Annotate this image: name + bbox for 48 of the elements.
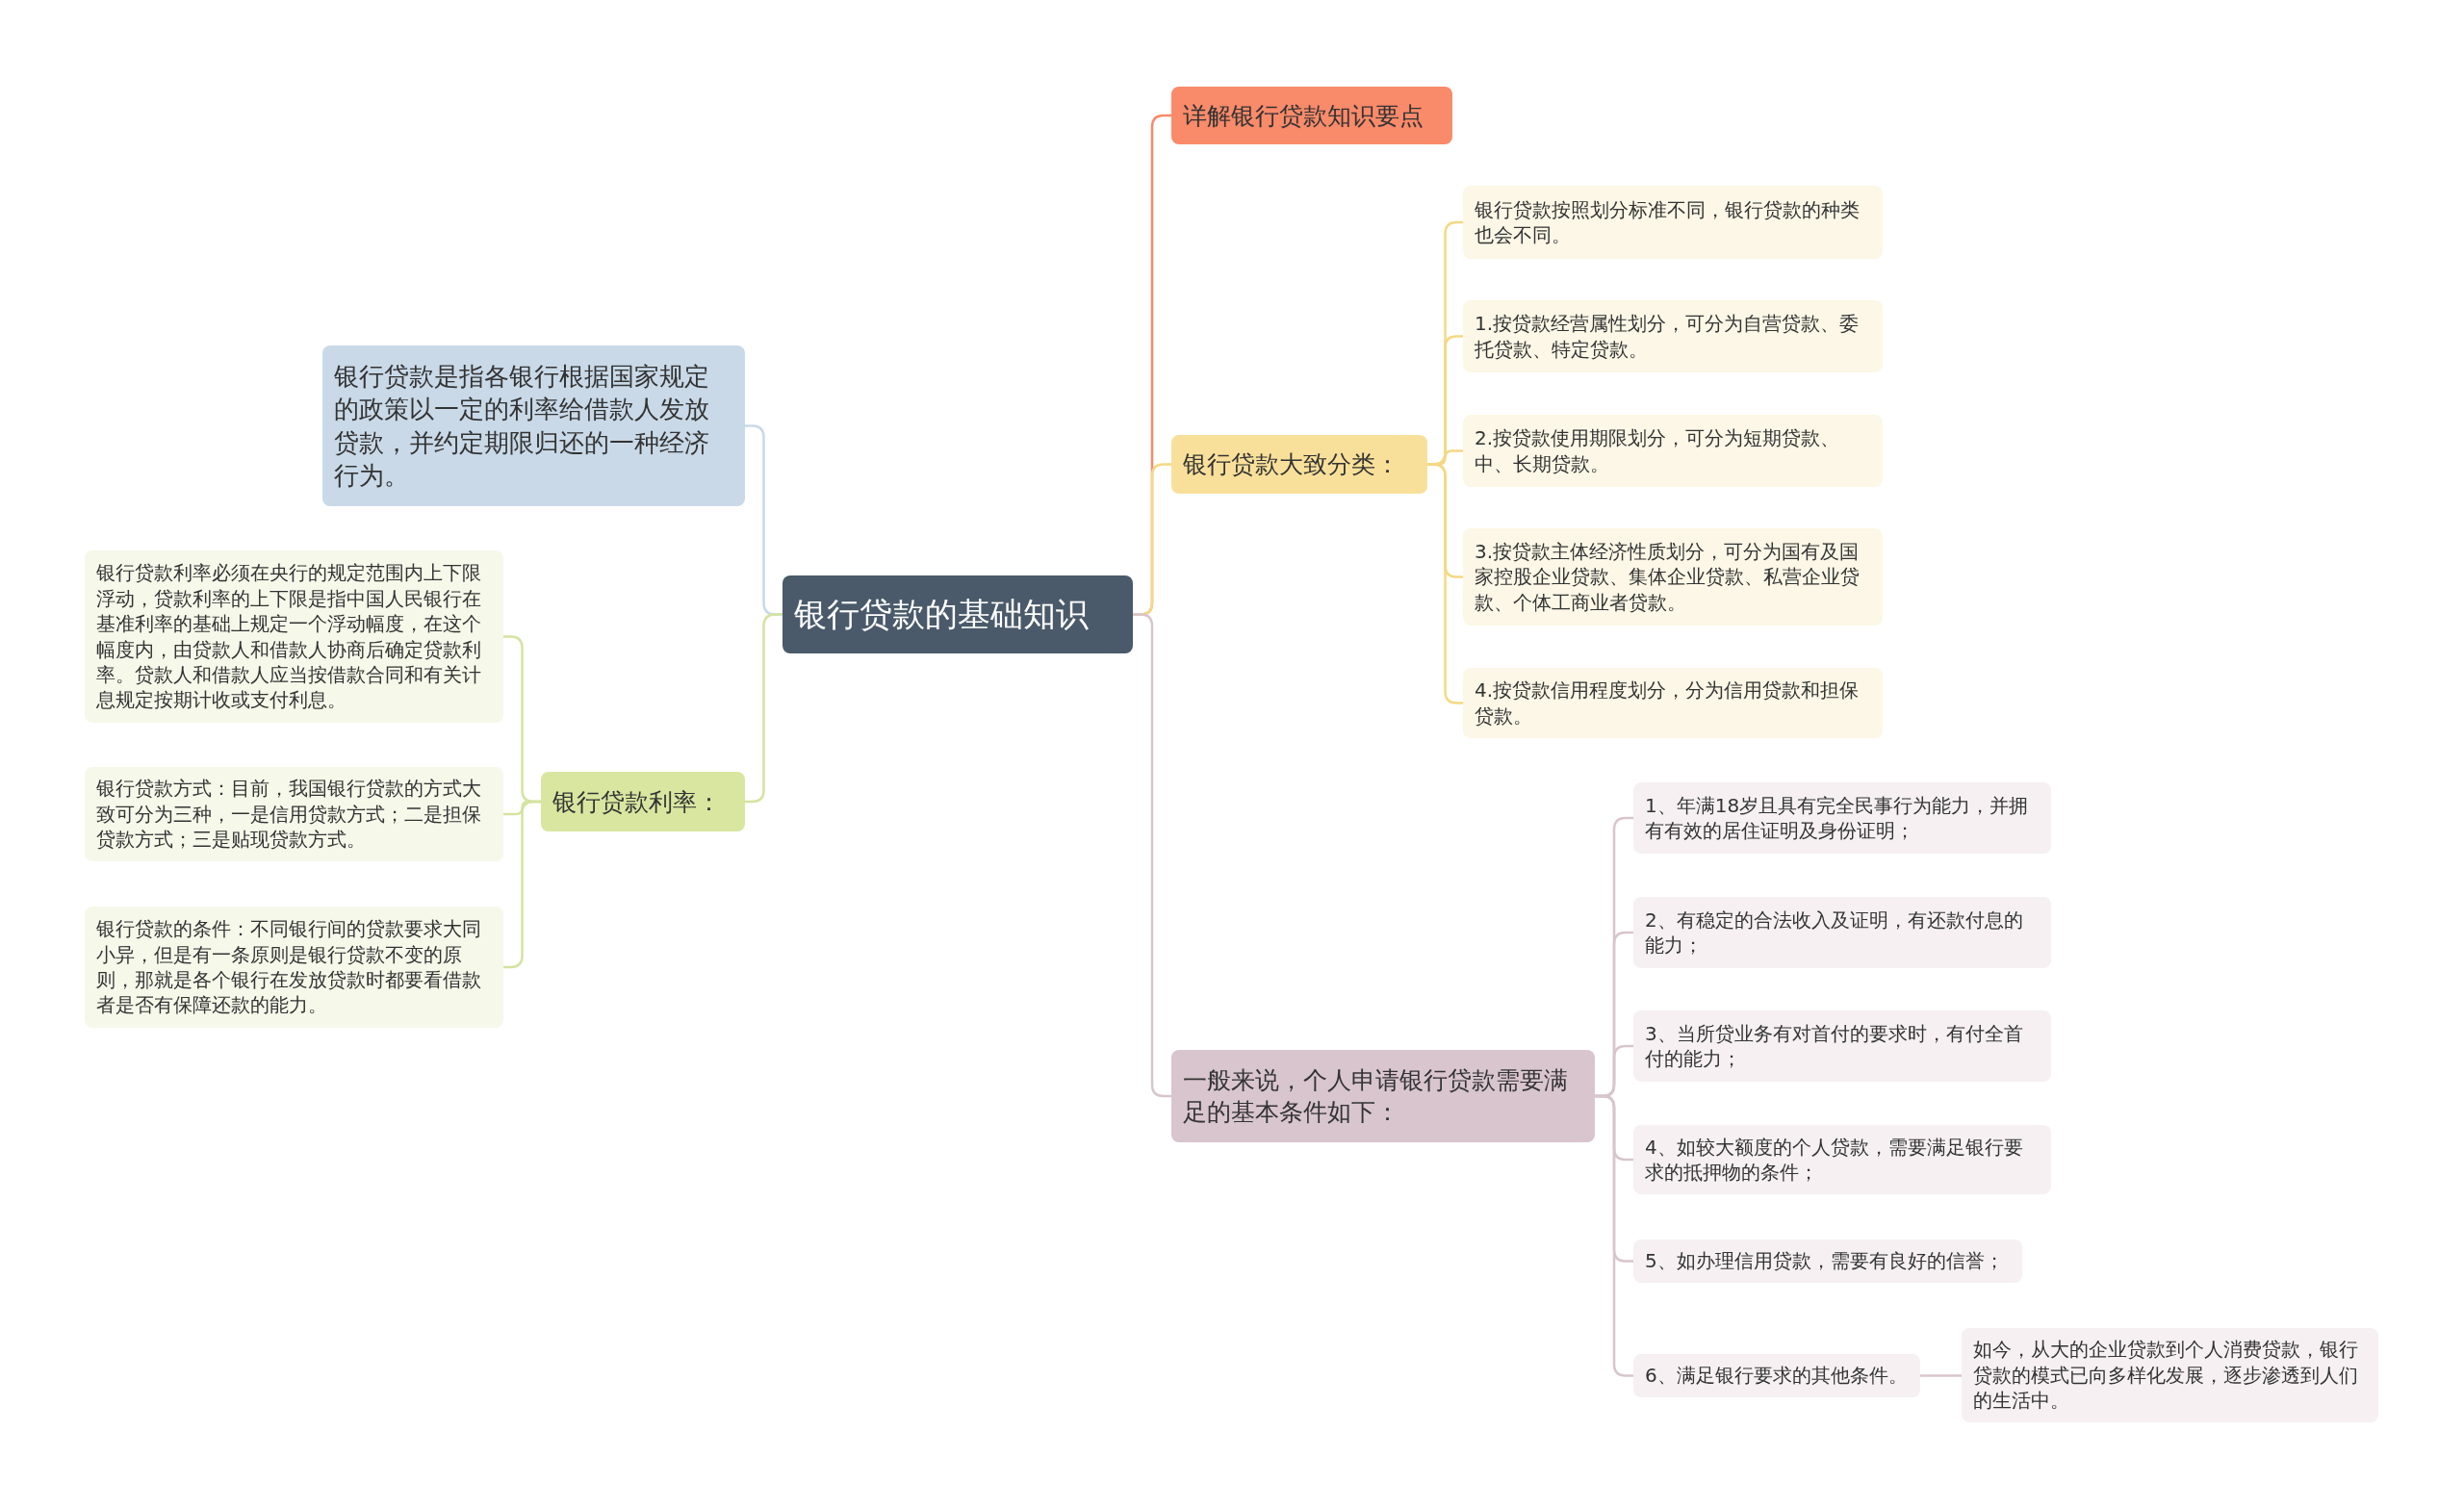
topic-box	[1633, 1010, 2051, 1082]
topic-text: 银行贷款的条件：不同银行间的贷款要求大同小异，但是有一条原则是银行贷款不变的原则，那就是各个银行在发放贷款时都要看借款者是否有保障还款的能力。	[96, 916, 482, 1018]
connector-line	[1133, 613, 1171, 1098]
topic-text: 银行贷款大致分类：	[1183, 449, 1399, 480]
branch-topic	[1171, 1050, 1595, 1142]
topic-text: 详解银行贷款知识要点	[1183, 100, 1424, 132]
central-topic	[783, 575, 1133, 653]
connector-line	[503, 800, 541, 969]
topic-text: 如今，从大的企业贷款到个人消费贷款，银行贷款的模式已向多样化发展，逐步渗透到人们的生活中。	[1973, 1337, 2359, 1414]
definition-box	[322, 345, 745, 506]
topic-box	[1633, 1354, 1920, 1397]
topic-text: 2、有稳定的合法收入及证明，有还款付息的能力；	[1645, 907, 2024, 958]
topic-text: 4、如较大额度的个人贷款，需要满足银行要求的抵押物的条件；	[1645, 1134, 2024, 1186]
topic-box	[1962, 1328, 2378, 1422]
topic-box	[1633, 1240, 2022, 1283]
topic-text: 3、当所贷业务有对首付的要求时，有付全首付的能力；	[1645, 1020, 2024, 1072]
topic-box	[1463, 668, 1883, 738]
topic-text: 银行贷款是指各银行根据国家规定的政策以一定的利率给借款人发放贷款，并约定期限归还的一种经济行为。	[334, 360, 710, 492]
topic-box	[1463, 300, 1883, 372]
topic-text: 1、年满18岁且具有完全民事行为能力，并拥有有效的居住证明及身份证明；	[1645, 792, 2030, 844]
connector-line	[1920, 1374, 1962, 1377]
connector-line	[1427, 463, 1463, 704]
topic-text: 一般来说，个人申请银行贷款需要满足的基本条件如下：	[1183, 1065, 1569, 1128]
topic-text: 银行贷款的基础知识	[794, 594, 1089, 636]
topic-text: 银行贷款按照划分标准不同，银行贷款的种类也会不同。	[1475, 196, 1861, 248]
topic-box	[1463, 186, 1883, 259]
topic-text: 银行贷款利率必须在央行的规定范围内上下限浮动，贷款利率的上下限是指中国人民银行在基准利率的基础上规定一个浮动幅度，在这个幅度内，由贷款人和借款人协商后确定贷款利率。贷款人和借款人应当按借款合同和有关计息规定按期计收或支付利息。	[96, 560, 482, 713]
topic-box	[1463, 528, 1883, 626]
topic-box	[1463, 415, 1883, 487]
topic-text: 1.按贷款经营属性划分，可分为自营贷款、委托贷款、特定贷款。	[1475, 311, 1861, 362]
topic-text: 6、满足银行要求的其他条件。	[1645, 1363, 1908, 1389]
connector-line	[1595, 1094, 1633, 1377]
topic-box	[1633, 782, 2051, 854]
topic-text: 银行贷款方式：目前，我国银行贷款的方式大致可分为三种，一是信用贷款方式；二是担保贷款方式；三是贴现贷款方式。	[96, 776, 482, 853]
topic-text: 5、如办理信用贷款，需要有良好的信誉；	[1645, 1248, 2004, 1274]
topic-text: 2.按贷款使用期限划分，可分为短期贷款、中、长期贷款。	[1475, 425, 1841, 476]
topic-box	[85, 550, 503, 723]
branch-topic	[1171, 87, 1452, 144]
topic-box	[1633, 1125, 2051, 1194]
topic-box	[85, 907, 503, 1028]
topic-text: 3.按贷款主体经济性质划分，可分为国有及国家控股企业贷款、集体企业贷款、私营企业贷款、个体工商业者贷款。	[1475, 538, 1861, 616]
connector-line	[745, 613, 783, 804]
topic-text: 4.按贷款信用程度划分，分为信用贷款和担保贷款。	[1475, 677, 1861, 728]
branch-topic	[1171, 435, 1427, 494]
topic-box	[85, 767, 503, 861]
topic-box	[1633, 897, 2051, 968]
branch-topic	[541, 772, 745, 831]
topic-text: 银行贷款利率：	[552, 786, 721, 818]
